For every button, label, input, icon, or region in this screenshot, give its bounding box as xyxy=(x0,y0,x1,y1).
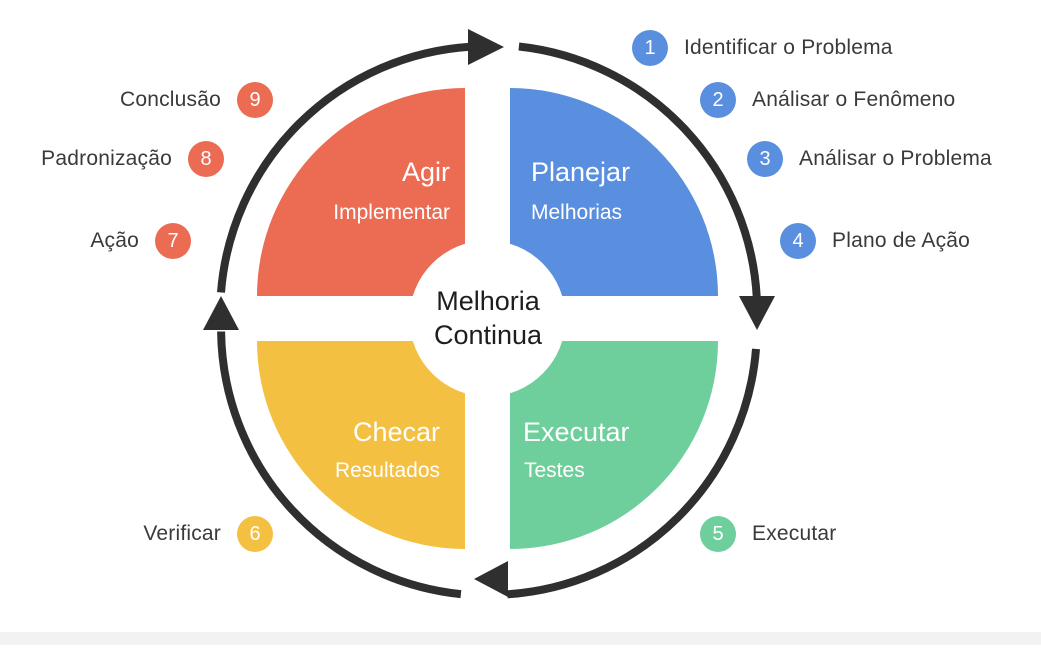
step-8-label: Padronização xyxy=(41,147,172,170)
step-6: Verificar 6 xyxy=(143,516,273,552)
cycle-arc-top-right xyxy=(518,42,761,299)
quadrant-do-title: Executar xyxy=(523,417,630,447)
step-3: 3 Análisar o Problema xyxy=(747,141,992,177)
step-7: Ação 7 xyxy=(90,223,191,259)
step-5-label: Executar xyxy=(752,522,837,545)
step-1-label: Identificar o Problema xyxy=(684,36,893,59)
step-5: 5 Executar xyxy=(700,516,836,552)
center-title-line2: Continua xyxy=(434,320,543,350)
step-4: 4 Plano de Ação xyxy=(780,223,970,259)
cycle-arc-bottom-right xyxy=(507,348,760,599)
step-8-badge: 8 xyxy=(188,141,224,177)
step-2: 2 Análisar o Fenômeno xyxy=(700,82,955,118)
arrowhead-top xyxy=(468,29,504,65)
step-5-badge: 5 xyxy=(700,516,736,552)
step-1-badge: 1 xyxy=(632,30,668,66)
step-3-badge: 3 xyxy=(747,141,783,177)
quadrant-plan xyxy=(510,88,718,296)
step-2-label: Análisar o Fenômeno xyxy=(752,88,956,111)
arrowhead-right xyxy=(739,296,775,330)
center-title-line1: Melhoria xyxy=(436,286,541,316)
quadrant-plan-subtitle: Melhorias xyxy=(531,201,622,224)
arrowhead-bottom xyxy=(474,561,508,597)
step-9-badge: 9 xyxy=(237,82,273,118)
bottom-band xyxy=(0,632,1041,645)
quadrant-do xyxy=(510,341,718,549)
quadrant-check-title: Checar xyxy=(353,417,440,447)
cycle-arc-top-left xyxy=(217,42,471,293)
quadrant-act-subtitle: Implementar xyxy=(333,201,450,224)
step-9-label: Conclusão xyxy=(119,88,221,111)
quadrant-check-subtitle: Resultados xyxy=(335,459,440,482)
quadrant-plan-title: Planejar xyxy=(531,157,630,187)
step-1: 1 Identificar o Problema xyxy=(632,30,893,66)
quadrant-check xyxy=(257,341,465,549)
step-7-badge: 7 xyxy=(155,223,191,259)
quadrant-act-title: Agir xyxy=(402,157,450,187)
cycle-arc-bottom-left xyxy=(217,331,462,599)
arrowhead-left xyxy=(203,296,239,330)
step-8: Padronização 8 xyxy=(41,141,224,177)
step-6-label: Verificar xyxy=(143,522,221,545)
step-2-badge: 2 xyxy=(700,82,736,118)
step-7-label: Ação xyxy=(90,229,139,252)
quadrant-do-subtitle: Testes xyxy=(524,459,585,482)
center-hub xyxy=(409,240,566,397)
step-3-label: Análisar o Problema xyxy=(799,147,992,170)
step-9: Conclusão 9 xyxy=(120,82,273,118)
quadrant-act xyxy=(257,88,465,296)
step-4-label: Plano de Ação xyxy=(832,229,971,252)
step-4-badge: 4 xyxy=(780,223,816,259)
step-6-badge: 6 xyxy=(237,516,273,552)
